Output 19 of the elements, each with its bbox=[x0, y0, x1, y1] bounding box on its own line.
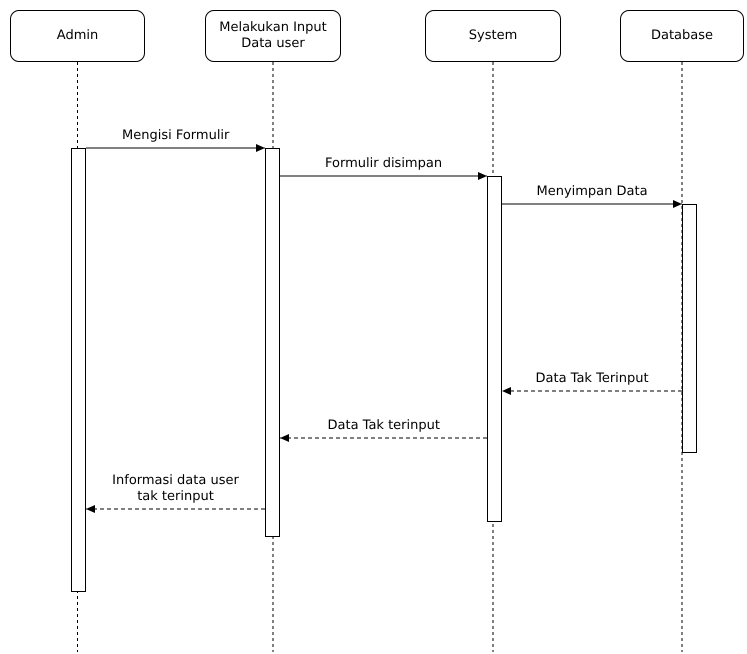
activation-bar bbox=[487, 176, 502, 522]
activation-bar bbox=[265, 148, 280, 537]
lifeline-header: Melakukan Input Data user bbox=[205, 10, 341, 62]
activation-bar bbox=[682, 204, 697, 453]
message-arrow bbox=[86, 505, 266, 513]
message-label: Formulir disimpan bbox=[325, 156, 442, 172]
message-label: Data Tak terinput bbox=[328, 418, 440, 434]
message-arrow bbox=[502, 200, 682, 208]
lifeline-header: System bbox=[425, 10, 561, 62]
lifeline-header: Database bbox=[620, 10, 744, 62]
activation-bar bbox=[71, 148, 86, 592]
lifeline-header: Admin bbox=[10, 10, 145, 62]
message-label: Menyimpan Data bbox=[536, 184, 648, 200]
message-arrow bbox=[86, 144, 266, 152]
message-label: Mengisi Formulir bbox=[122, 128, 230, 144]
message-arrow bbox=[280, 172, 488, 180]
message-arrow bbox=[502, 387, 682, 395]
message-arrow bbox=[280, 434, 488, 442]
message-label: Data Tak Terinput bbox=[536, 371, 649, 387]
